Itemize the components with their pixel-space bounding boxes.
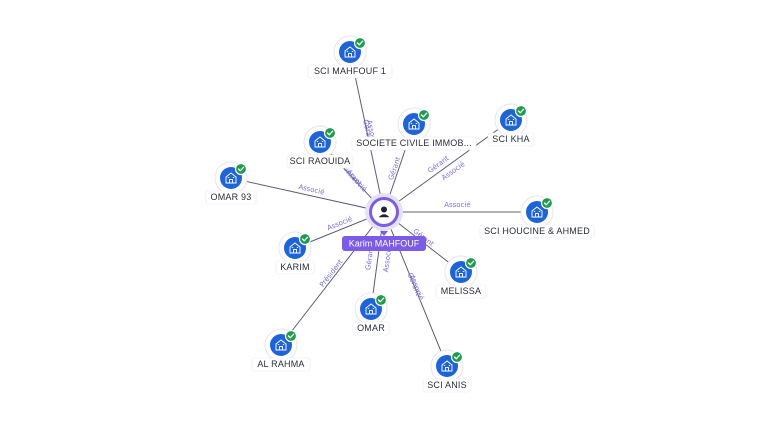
node-label: SCI KHA — [492, 134, 529, 144]
check-icon — [353, 36, 367, 50]
building-icon — [289, 242, 301, 254]
node-label-box — [307, 64, 393, 79]
building-icon — [441, 360, 453, 372]
node-label: OMAR — [357, 323, 385, 333]
building-icon — [275, 339, 287, 351]
node-label-box — [435, 284, 487, 299]
node-label-box — [205, 190, 257, 205]
node-label: SCI HOUCINE & AHMED — [484, 226, 590, 236]
node-label-box — [422, 378, 472, 393]
edge-label: Gérant — [364, 245, 375, 270]
edge-sci-mahfouf-1 — [349, 51, 385, 213]
node-sci-houcine-ahmed[interactable]: SCI HOUCINE & AHMED — [479, 195, 595, 239]
node-omar-93[interactable]: OMAR 93 — [205, 161, 257, 205]
node-label-box — [352, 321, 390, 336]
edge-label: Associé — [344, 169, 368, 194]
node-label: OMAR 93 — [211, 192, 252, 202]
node-sci-raouida[interactable]: SCI RAOUIDA — [286, 125, 354, 169]
edge-label-group: Gérant — [387, 156, 402, 182]
building-icon — [408, 118, 420, 130]
person-icon — [378, 206, 390, 218]
edge-label: Associé — [382, 245, 393, 272]
building-icon — [455, 266, 467, 278]
edge-label: Associé — [298, 183, 326, 197]
edge-label-group: Associé — [382, 245, 393, 272]
check-icon — [323, 126, 337, 140]
center-label: Karim MAHFOUF — [349, 239, 420, 249]
building-icon — [314, 136, 326, 148]
check-icon — [464, 256, 478, 270]
node-label-box — [275, 260, 315, 275]
node-al-rahma[interactable]: AL RAHMA — [251, 328, 311, 372]
node-melissa[interactable]: MELISSA — [435, 255, 487, 299]
node-sci-mahfouf-1[interactable]: SCI MAHFOUF 1 — [307, 35, 393, 79]
building-icon — [505, 114, 517, 126]
nodes-layer: SCI MAHFOUF 1 SCI RAOUIDA SOCIETE CIVILE I… — [205, 35, 595, 393]
node-omar[interactable]: OMAR — [352, 292, 390, 336]
node-label: SCI MAHFOUF 1 — [314, 66, 386, 76]
edge-label: Associé — [408, 274, 425, 302]
edge-label: Associé — [444, 201, 470, 209]
edge-label-group: Gérant — [364, 245, 375, 270]
node-label: SCI ANIS — [427, 380, 467, 390]
building-icon — [365, 303, 377, 315]
node-label-box — [286, 154, 354, 169]
node-label-box — [487, 132, 535, 147]
building-icon — [225, 172, 237, 184]
node-label: AL RAHMA — [257, 359, 304, 369]
check-icon — [284, 329, 298, 343]
node-societe-civile[interactable]: SOCIETE CIVILE IMMOB... — [351, 107, 477, 151]
edge-label-group: Président — [318, 258, 344, 289]
edge-label: Gérant — [387, 156, 402, 182]
edge-label-group: Associé — [344, 169, 368, 194]
building-icon — [531, 206, 543, 218]
node-label: MELISSA — [441, 286, 481, 296]
building-icon — [344, 46, 356, 58]
center-node[interactable]: Karim MAHFOUF — [342, 193, 426, 251]
check-icon — [234, 162, 248, 176]
center-label-box — [342, 236, 426, 251]
node-label-box — [479, 224, 595, 239]
node-sci-anis[interactable]: SCI ANIS — [422, 349, 472, 393]
edge-label-group: Associé — [298, 183, 326, 197]
node-label-box — [251, 357, 311, 372]
node-karim[interactable]: KARIM — [275, 231, 315, 275]
edge-label: Président — [318, 258, 344, 289]
node-label: KARIM — [280, 262, 310, 272]
check-icon — [374, 293, 388, 307]
check-icon — [514, 104, 528, 118]
check-icon — [417, 108, 431, 122]
edge-label-group: Associé — [408, 274, 425, 302]
check-icon — [450, 350, 464, 364]
check-icon — [540, 196, 554, 210]
node-label: SOCIETE CIVILE IMMOB... — [356, 138, 472, 148]
edge-al-rahma — [280, 211, 385, 346]
edge-omar-93 — [230, 177, 385, 213]
edge-label-group: Associé — [444, 201, 470, 209]
node-sci-kha[interactable]: SCI KHA — [487, 103, 535, 147]
check-icon — [298, 232, 312, 246]
node-label: SCI RAOUIDA — [290, 156, 351, 166]
node-label-box — [351, 136, 477, 151]
